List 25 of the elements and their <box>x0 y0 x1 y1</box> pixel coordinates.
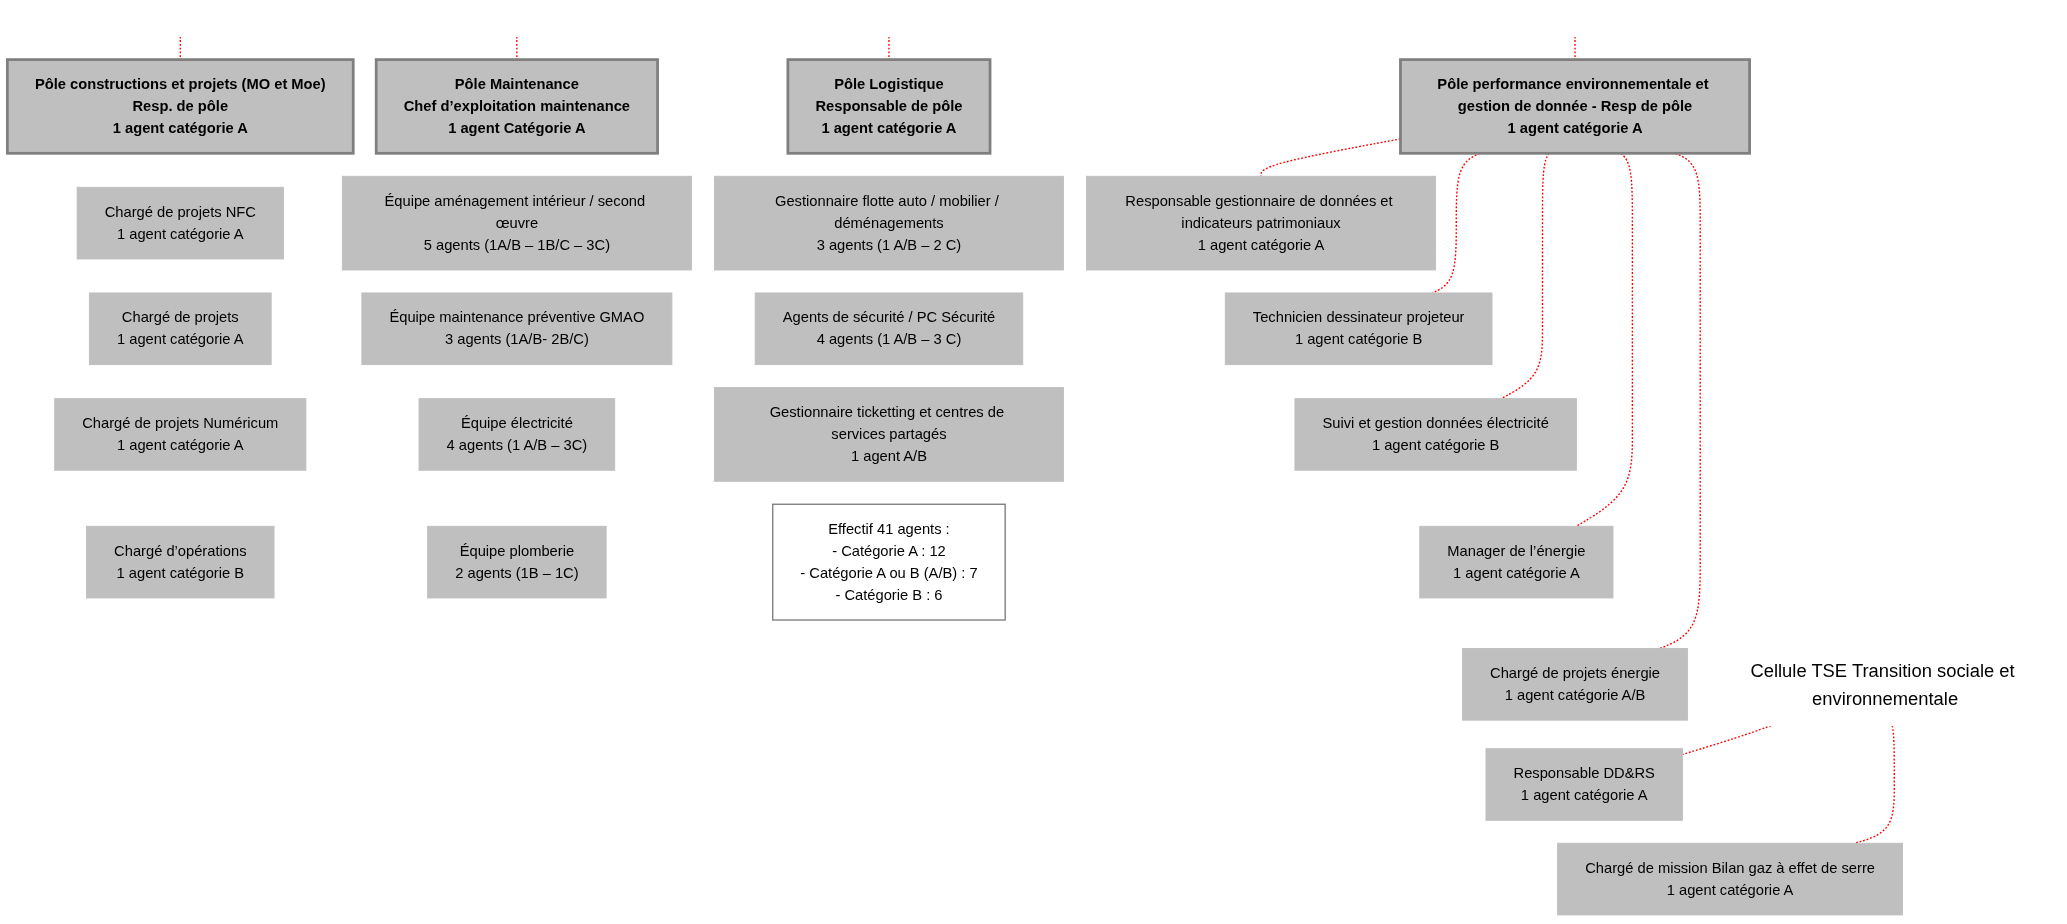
node-box: Responsable gestionnaire de données et indicateurs patrimoniaux 1 agent catégorie A <box>1086 175 1437 271</box>
node-text: Cellule TSE Transition sociale et environnementale <box>1750 660 2015 709</box>
node-box: Chargé de projets énergie 1 agent catégorie A/B <box>1462 648 1689 721</box>
node-box: Gestionnaire flotte auto / mobilier / déménagements 3 agents (1 A/B – 2 C) <box>713 175 1064 271</box>
node-box: Technicien dessinateur projeteur 1 agent catégorie B <box>1224 292 1493 366</box>
node-box: Responsable DD&RS 1 agent catégorie A <box>1485 748 1683 821</box>
node-box: Agents de sécurité / PC Sécurité 4 agents (1 A/B – 3 C) <box>754 292 1024 366</box>
node-box: Effectif 41 agents : - Catégorie A : 12 - Catégorie A ou B (A/B) : 7 - Catégorie B : 6 <box>772 503 1006 621</box>
node-box: Chargé de projets 1 agent catégorie A <box>88 292 272 366</box>
node-box: Pôle Logistique Responsable de pôle 1 agent catégorie A <box>786 58 992 155</box>
node-box: Pôle constructions et projets (MO et Moe) Resp. de pôle 1 agent catégorie A <box>5 58 355 155</box>
node-box: Suivi et gestion données électricité 1 agent catégorie B <box>1294 398 1577 471</box>
node-box: Équipe maintenance préventive GMAO 3 agents (1A/B- 2B/C) <box>361 292 673 366</box>
node-box: Équipe électricité 4 agents (1 A/B – 3C) <box>418 398 616 471</box>
node-box: Pôle performance environnementale et gestion de donnée - Resp de pôle 1 agent catégorie A <box>1399 58 1751 155</box>
node-box: Manager de l’énergie 1 agent catégorie A <box>1419 525 1614 599</box>
node-box: Pôle Maintenance Chef d’exploitation maintenance 1 agent Catégorie A <box>374 58 659 155</box>
node-box: Chargé de mission Bilan gaz à effet de serre 1 agent catégorie A <box>1557 842 1903 916</box>
node-box: Chargé de projets NFC 1 agent catégorie A <box>76 186 284 260</box>
node-box: Chargé d’opérations 1 agent catégorie B <box>86 525 275 599</box>
connector <box>1853 724 1895 844</box>
node-box: Équipe aménagement intérieur / second œuvre 5 agents (1A/B – 1B/C – 3C) <box>341 175 692 271</box>
node-box: Équipe plomberie 2 agents (1B – 1C) <box>427 525 607 599</box>
node-box: Chargé de projets Numéricum 1 agent catégorie A <box>54 398 307 471</box>
node-box: Gestionnaire ticketting et centres de services partagés 1 agent A/B <box>713 387 1064 482</box>
